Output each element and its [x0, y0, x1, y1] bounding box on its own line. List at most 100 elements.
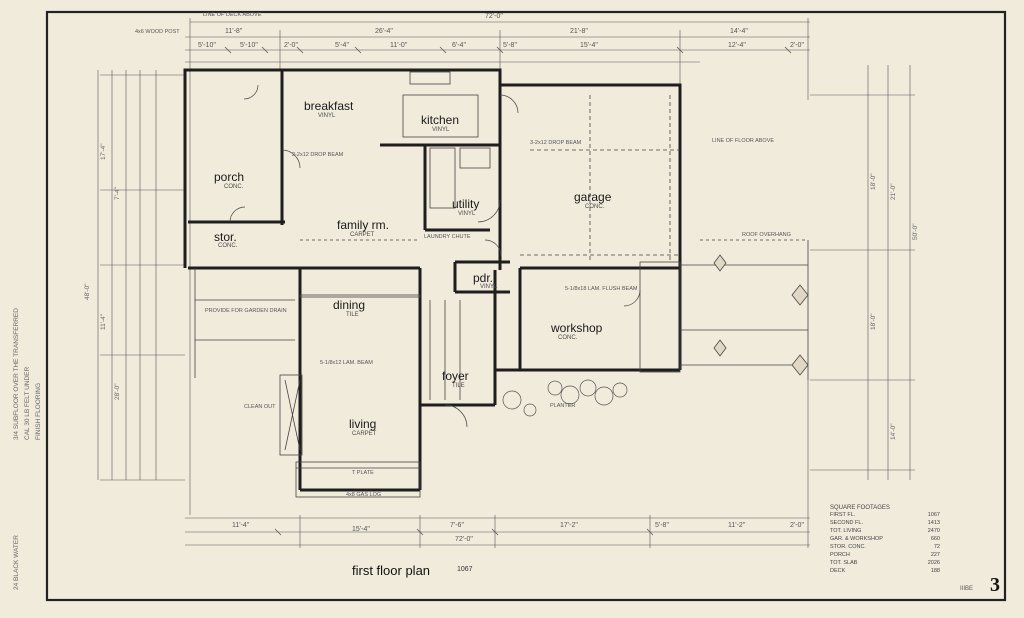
row-value: 2470 — [927, 528, 940, 534]
table-row: PORCH 227 — [830, 551, 940, 559]
room-label-pdr: pdr. — [473, 271, 494, 285]
row-label: PORCH — [830, 552, 850, 558]
table-row: TOT. SLAB 2026 — [830, 559, 940, 567]
dim-bottom-7: 2'-0" — [790, 522, 804, 529]
room-floor-garage: CONC. — [585, 204, 605, 210]
dim-bottom-3: 7'-6" — [450, 522, 464, 529]
dim-left-overall: 48'-0" — [84, 283, 91, 300]
dim-top2-10: 2'-0" — [790, 42, 804, 49]
room-label-family: family rm. — [337, 218, 389, 232]
dim-bottom-1: 11'-4" — [232, 522, 250, 529]
door-swing-porch — [281, 149, 301, 169]
dim-bottom-overall: 72'-0" — [455, 536, 473, 543]
drawing-title: first floor plan — [352, 563, 431, 578]
note-clean-out: CLEAN OUT — [244, 404, 276, 410]
dim-top2-9: 12'-4" — [728, 42, 746, 49]
room-label-workshop: workshop — [551, 321, 603, 335]
side-note-4: 24 BLACK WATER — [13, 535, 20, 590]
dim-top2-7: 5'-8" — [503, 42, 517, 49]
door-swing-foyer — [444, 404, 468, 428]
room-floor-kitchen: VINYL — [432, 127, 450, 133]
dim-top-2: 26'-4" — [375, 28, 393, 35]
room-label-dining: dining — [333, 298, 366, 312]
table-row: STOR. CONC.72 — [830, 543, 940, 551]
table-row: FIRST FL. 1067 — [830, 511, 940, 519]
posts — [713, 254, 809, 376]
note-laundry-chute: LAUNDRY CHUTE — [424, 234, 471, 240]
dim-top-4: 14'-4" — [730, 28, 748, 35]
sheet-border — [45, 10, 1007, 602]
wall-north — [183, 68, 502, 85]
dim-right-4: 14'-0" — [890, 423, 897, 440]
row-value: 227 — [930, 552, 940, 558]
room-label-stor: stor. — [214, 230, 237, 244]
room-label-foyer: foyer — [442, 369, 469, 383]
dim-top2-5: 11'-0" — [390, 42, 408, 49]
square-footage-heading: SQUARE FOOTAGES — [830, 505, 890, 511]
row-label: SECOND FL. — [830, 520, 864, 526]
dim-bottom-6: 11'-2" — [728, 522, 746, 529]
room-label-utility: utility — [452, 197, 480, 211]
dim-top2-3: 2'-0" — [284, 42, 298, 49]
room-floor-utility: VINYL — [458, 211, 476, 217]
dim-top2-2: 5'-10" — [240, 42, 258, 49]
note-deck-above: LINE OF DECK ABOVE — [203, 12, 262, 18]
note-garden-drain: PROVIDE FOR GARDEN DRAIN — [205, 308, 287, 314]
room-floor-pdr: VINYL — [480, 284, 498, 290]
dim-top2-8: 15'-4" — [580, 42, 598, 49]
row-label: DECK — [830, 568, 846, 574]
note-planter: PLANTER — [550, 403, 576, 409]
row-value: 72 — [933, 544, 940, 550]
dim-top2-4: 5'-4" — [335, 42, 349, 49]
dim-top-3: 21'-8" — [570, 28, 588, 35]
door-swing-workshop — [623, 289, 641, 307]
room-label-garage: garage — [574, 190, 612, 204]
side-note-3: FINISH FLOORING — [35, 382, 42, 440]
dim-right-2: 21'-0" — [890, 183, 897, 200]
dim-bottom-2: 15'-4" — [352, 526, 370, 533]
dim-left-2: 7'-4" — [114, 187, 121, 200]
note-lam-beam: 5-1/8x12 LAM. BEAM — [320, 360, 373, 366]
room-floor-breakfast: VINYL — [318, 113, 336, 119]
note-beam-garage: 3-2x12 DROP BEAM — [530, 140, 582, 146]
table-row: SECOND FL.1413 — [830, 519, 940, 527]
room-floor-stor: CONC. — [218, 243, 238, 249]
table-row: DECK 188 — [830, 567, 940, 575]
walls — [183, 68, 682, 492]
dim-left-1: 17'-4" — [100, 143, 107, 160]
side-note-2: CAL 30 LB FELT UNDER — [24, 366, 31, 440]
row-value: 188 — [930, 568, 940, 574]
note-floor-above: LINE OF FLOOR ABOVE — [712, 138, 775, 144]
row-value: 1067 — [927, 512, 940, 518]
side-note-1: 3/4 SUBFLOOR OVER THE TRANSFERRED — [13, 308, 20, 440]
dim-left-4: 28'-0" — [114, 383, 121, 400]
dim-right-overall: 50'-0" — [912, 223, 919, 240]
room-label-living: living — [349, 417, 377, 431]
door-swing-stor — [229, 206, 246, 223]
note-t-plate: T PLATE — [352, 470, 374, 476]
row-value: 660 — [930, 536, 940, 542]
door-swing-pdr — [484, 239, 502, 257]
square-footage-table: SQUARE FOOTAGES FIRST FL. 1067 SECOND FL.… — [830, 505, 940, 575]
kitchen-island — [402, 94, 479, 138]
room-label-breakfast: breakfast — [304, 99, 354, 113]
door-swing-garage — [477, 199, 501, 223]
sheet-number: 3 — [990, 574, 1000, 596]
dim-right-3: 18'-0" — [870, 313, 877, 330]
row-label: TOT. SLAB — [830, 560, 858, 566]
porch-deck — [295, 461, 421, 498]
room-floor-foyer: TILE — [452, 383, 465, 389]
dim-bottom-4: 17'-2" — [560, 522, 578, 529]
note-gas-log: 4x8 GAS LOG — [346, 492, 382, 498]
dim-top2-6: 6'-4" — [452, 42, 466, 49]
dim-top-overall: 72'-0" — [485, 13, 503, 20]
room-label-kitchen: kitchen — [421, 113, 460, 127]
note-roof-overhang: ROOF OVERHANG — [742, 232, 791, 238]
dim-bottom-5: 5'-8" — [655, 522, 669, 529]
dim-right-1: 18'-0" — [870, 173, 877, 190]
row-label: FIRST FL. — [830, 512, 856, 518]
row-value: 2026 — [927, 560, 940, 566]
